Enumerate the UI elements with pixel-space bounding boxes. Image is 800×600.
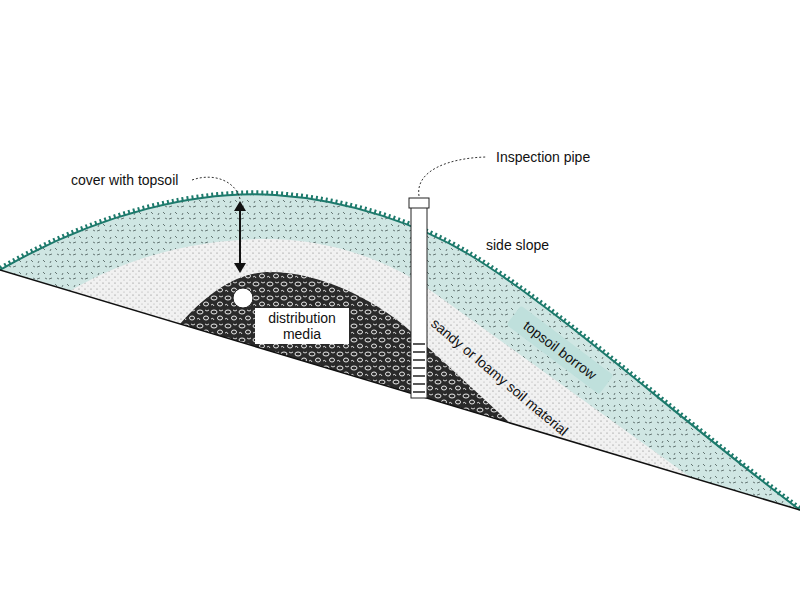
- ground-line: [0, 270, 800, 510]
- leader-line: [192, 177, 240, 199]
- node-text: distribution media: [259, 310, 345, 342]
- pipe-cap: [409, 198, 429, 208]
- distribution-pipe: [233, 288, 253, 308]
- leader-line: [419, 157, 486, 196]
- callout-label: Inspection pipe: [496, 149, 590, 165]
- pipe-slots: [413, 344, 425, 392]
- grass-tufts: [0, 192, 800, 508]
- sand-layer: [70, 239, 690, 477]
- grass-line: [0, 194, 800, 510]
- depth-arrow: [234, 201, 246, 273]
- part-label: side slope: [486, 237, 549, 253]
- media-label-box: distribution media: [255, 308, 349, 344]
- topsoil-layer: [0, 194, 800, 510]
- inspection-pipe: [411, 205, 427, 398]
- callout-label: cover with topsoil: [71, 172, 178, 188]
